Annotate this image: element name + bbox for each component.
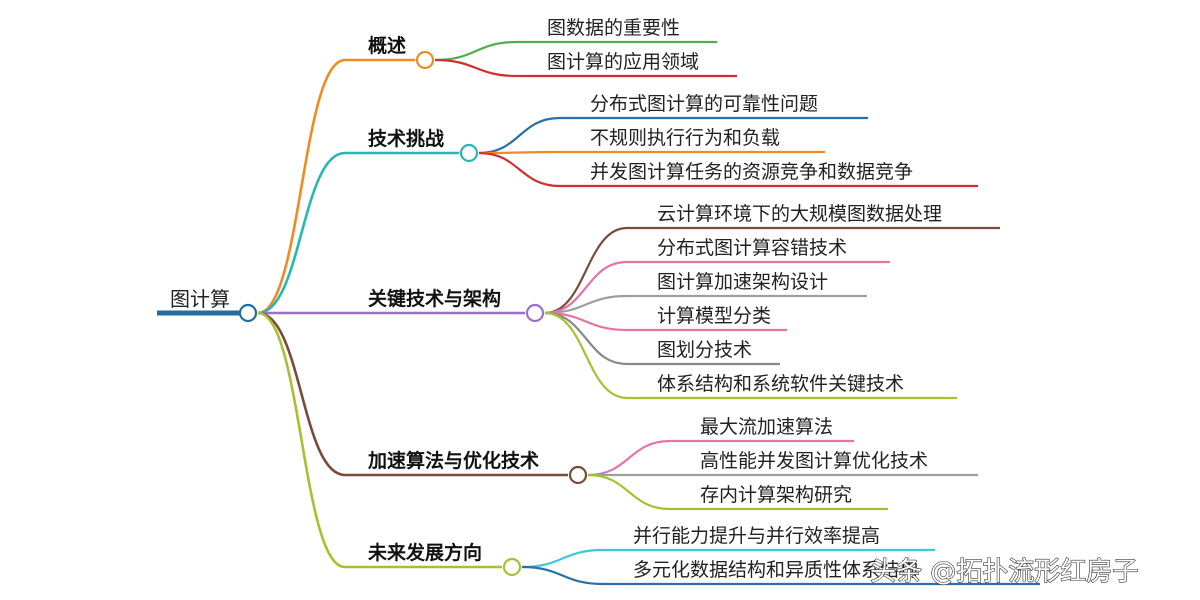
leaf-connector (521, 565, 1040, 586)
leaf-node-label[interactable]: 图数据的重要性 (547, 17, 680, 39)
branch-connector (257, 58, 415, 315)
leaf-node-label[interactable]: 分布式图计算的可靠性问题 (590, 93, 818, 115)
leaf-node-label[interactable]: 高性能并发图计算优化技术 (700, 450, 928, 472)
leaf-node-label[interactable]: 存内计算架构研究 (700, 484, 852, 506)
watermark: 头条 @拓扑流形红房子 (870, 557, 1138, 587)
collapse-toggle-icon[interactable] (502, 557, 522, 577)
leaf-connector (434, 58, 737, 78)
leaf-connector (587, 473, 888, 511)
branch-node-label[interactable]: 关键技术与架构 (368, 287, 501, 310)
branch-connector (257, 311, 568, 477)
branch-node-label[interactable]: 概述 (368, 35, 406, 57)
leaf-connector (544, 260, 890, 315)
leaf-node-label[interactable]: 并行能力提升与并行效率提高 (633, 525, 880, 547)
leaf-connector (544, 294, 867, 315)
leaf-connector (478, 150, 825, 155)
leaf-node-label[interactable]: 体系结构和系统软件关键技术 (657, 373, 904, 395)
leaf-node-label[interactable]: 多元化数据结构和异质性体系结构 (633, 559, 918, 581)
leaf-connector (544, 311, 957, 400)
leaf-node-label[interactable]: 并发图计算任务的资源竞争和数据竞争 (590, 161, 913, 183)
collapse-toggle-icon[interactable] (415, 50, 435, 70)
leaf-connector (478, 151, 978, 188)
collapse-toggle-icon[interactable] (238, 303, 258, 323)
leaf-node-label[interactable]: 图划分技术 (657, 339, 752, 361)
leaf-connector (521, 548, 935, 569)
leaf-connector (478, 116, 868, 155)
leaf-node-label[interactable]: 不规则执行行为和负载 (590, 127, 780, 149)
collapse-toggle-icon[interactable] (459, 143, 479, 163)
leaf-node-label[interactable]: 最大流加速算法 (700, 416, 833, 438)
leaf-node-label[interactable]: 图计算的应用领域 (547, 51, 699, 73)
branch-3: 云计算环境下的大规模图数据处理分布式图计算容错技术图计算加速架构设计计算模型分类… (258, 203, 1000, 400)
collapse-toggle-icon[interactable] (525, 303, 545, 323)
leaf-node-label[interactable]: 分布式图计算容错技术 (657, 237, 847, 259)
branch-connector (257, 311, 502, 569)
leaf-node-label[interactable]: 计算模型分类 (657, 305, 771, 327)
leaf-connector (544, 226, 1000, 315)
leaf-connector (434, 40, 717, 62)
branch-node-label[interactable]: 技术挑战 (368, 127, 444, 150)
leaf-node-label[interactable]: 图计算加速架构设计 (657, 271, 828, 293)
leaf-connector (587, 439, 854, 477)
leaf-node-label[interactable]: 云计算环境下的大规模图数据处理 (657, 203, 942, 225)
branch-connector (257, 151, 459, 315)
branch-node-label[interactable]: 未来发展方向 (367, 541, 482, 564)
leaf-connector (544, 311, 787, 332)
root-node-label[interactable]: 图计算 (170, 287, 230, 311)
branch-node-label[interactable]: 加速算法与优化技术 (367, 449, 539, 472)
collapse-toggle-icon[interactable] (568, 465, 588, 485)
